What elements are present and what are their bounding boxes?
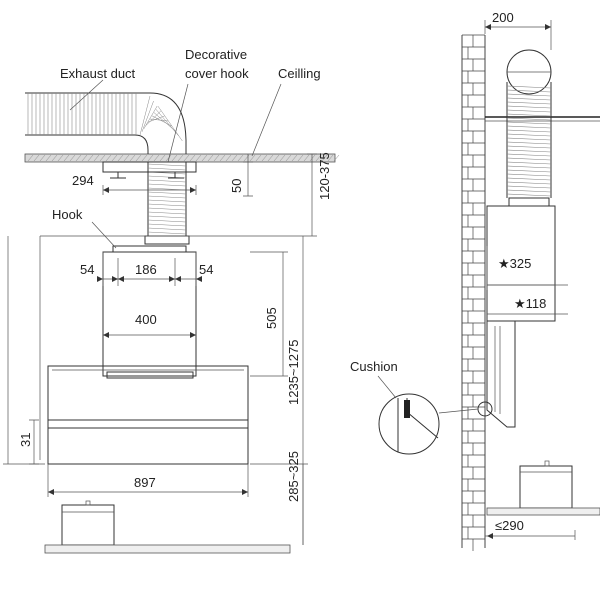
dim-294: 294 (72, 173, 94, 188)
dim-54-left: 54 (80, 262, 94, 277)
countertop (44, 544, 291, 554)
front-view: Exhaust duct Decorative cover hook Ceill… (3, 47, 340, 554)
cooktop (61, 504, 115, 546)
ceiling-hatch (27, 154, 340, 162)
hook-label: Hook (52, 207, 83, 222)
dim-1235-1275: 1235~1275 (286, 340, 301, 405)
dim-50: 50 (229, 179, 244, 193)
exhaust-duct (25, 92, 187, 154)
dim-400: 400 (135, 312, 157, 327)
exhaust-duct-label: Exhaust duct (60, 66, 136, 81)
dim-186: 186 (135, 262, 157, 277)
dim-897: 897 (134, 475, 156, 490)
dim-200: 200 (492, 10, 514, 25)
dim-120-375: 120-375 (317, 152, 332, 200)
decorative-label-2: cover hook (185, 66, 249, 81)
ceiling-label: Ceilling (278, 66, 321, 81)
dim-31: 31 (18, 433, 33, 447)
decorative-label-1: Decorative (185, 47, 247, 62)
cushion-detail-circle (378, 393, 440, 455)
dim-505: 505 (264, 307, 279, 329)
hook-bracket (112, 245, 187, 253)
upper-bracket (102, 161, 197, 173)
dim-54-right: 54 (199, 262, 213, 277)
dim-290: ≤290 (495, 518, 524, 533)
brick-wall (461, 34, 486, 551)
dim-325: ★325 (498, 256, 531, 271)
flex-duct (144, 162, 190, 245)
dim-118: ★118 (514, 296, 546, 311)
side-view: Cushion 200 ★325 ★118 ≤290 (350, 10, 600, 551)
dim-285-325: 285~325 (286, 451, 301, 502)
hood-body (47, 365, 249, 465)
cushion-label: Cushion (350, 359, 398, 374)
